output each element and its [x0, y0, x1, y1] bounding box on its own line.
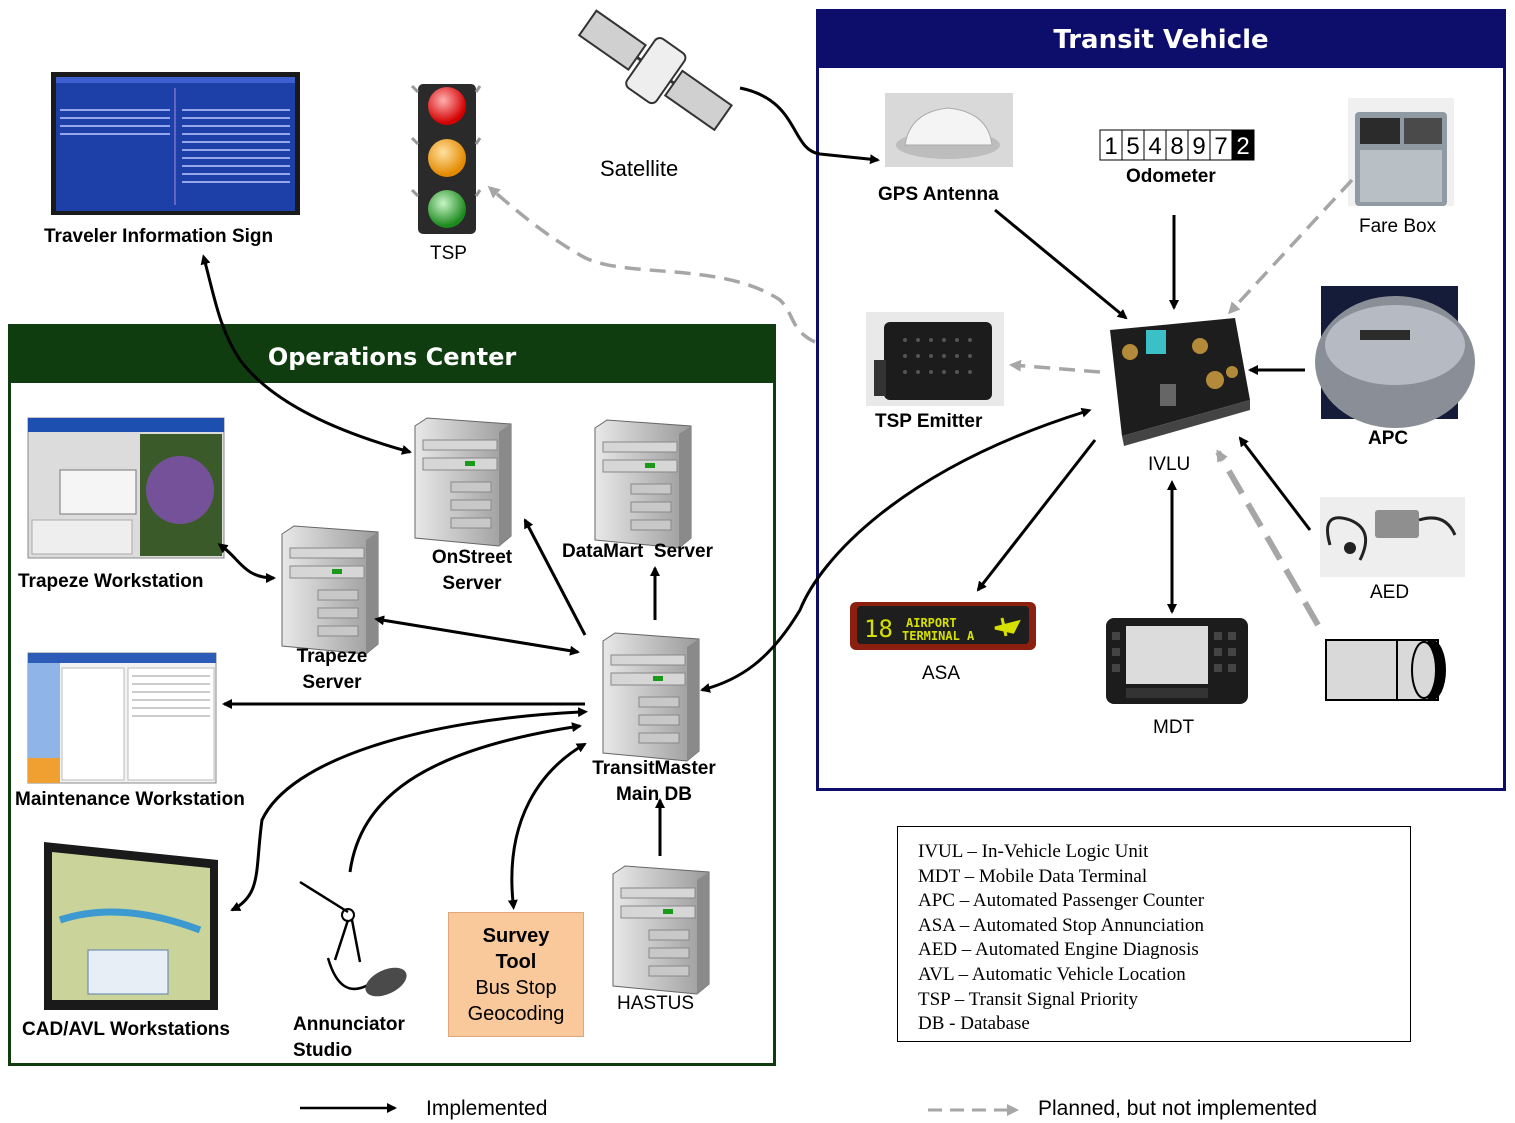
arrow-sign-onstreet [200, 254, 412, 455]
mdt-label: MDT [1153, 717, 1195, 738]
abbreviation-item: AVL – Automatic Vehicle Location [918, 963, 1186, 985]
trapeze-workstation-label: Trapeze Workstation [18, 571, 204, 592]
survey-tool-box: Survey Tool Bus Stop Geocoding [448, 912, 584, 1037]
maintenance-workstation-image [27, 652, 217, 784]
trapeze-server-label-line1: Trapeze [296, 646, 368, 667]
cad-avl-workstation-image [44, 842, 218, 1010]
onstreet-server-icon [414, 417, 512, 547]
onstreet-server-label-line2: Server [442, 573, 502, 594]
arrow-survey-transitmaster [507, 742, 587, 910]
annunciator-label-line2: Studio [293, 1040, 353, 1061]
odometer-digit: 9 [1192, 133, 1205, 160]
traveler-information-sign-label: Traveler Information Sign [44, 226, 274, 247]
mdt-image [1106, 618, 1248, 704]
onstreet-server-label-line1: OnStreet [431, 547, 513, 568]
datamart-server-icon [594, 419, 692, 549]
annunciator-microphone-icon [299, 880, 407, 997]
abbreviation-item: AED – Automated Engine Diagnosis [918, 939, 1199, 961]
tsp-emitter-image [866, 312, 1004, 406]
arrow-annunciator-to-transitmaster [348, 722, 582, 873]
annunciator-studio-label: Annunciator Studio [293, 1012, 405, 1064]
legend-implemented-label: Implemented [426, 1097, 548, 1120]
legend-planned-label: Planned, but not implemented [1038, 1097, 1318, 1120]
fare-box-label: Fare Box [1359, 216, 1437, 237]
arrow-trapeze-workstation-server [217, 543, 276, 583]
tsp-label: TSP [430, 243, 467, 264]
asa-route-number: 18 [864, 615, 893, 643]
arrow-transitmaster-to-onstreet [523, 518, 587, 636]
abbreviation-item: ASA – Automated Stop Annunciation [918, 914, 1205, 936]
trapeze-server-label-line2: Server [302, 672, 362, 693]
ivlu-image [1110, 318, 1250, 446]
traffic-signal-icon [410, 84, 482, 234]
trapeze-server-icon [281, 525, 379, 655]
satellite-label: Satellite [600, 156, 679, 181]
aed-image [1320, 497, 1465, 577]
arrow-farebox-to-ivlu [1227, 178, 1354, 315]
asa-line-2: TERMINAL A [902, 629, 975, 643]
gps-antenna-label: GPS Antenna [878, 184, 999, 205]
asa-label: ASA [922, 663, 961, 684]
odometer-digit: 4 [1148, 133, 1161, 160]
odometer-digit: 1 [1104, 133, 1117, 160]
maintenance-workstation-label: Maintenance Workstation [15, 789, 245, 810]
odometer-digit: 2 [1236, 133, 1249, 160]
abbreviation-item: TSP – Transit Signal Priority [918, 988, 1138, 1010]
abbreviation-item: DB - Database [918, 1013, 1030, 1035]
asa-sign-image: 18 AIRPORT TERMINAL A [850, 602, 1036, 650]
transitmaster-label-line2: Main DB [616, 784, 692, 805]
odometer-digit-cell [1231, 129, 1255, 161]
transitmaster-server-icon [602, 632, 700, 762]
gps-antenna-image [885, 93, 1013, 167]
survey-tool-line1: Survey [482, 925, 550, 947]
arrow-aed-to-ivlu [1238, 436, 1312, 531]
camera-device-icon [1325, 639, 1446, 701]
arrow-ivlu-to-tsp-emitter [1009, 359, 1101, 374]
traveler-information-sign-image [51, 72, 300, 215]
fare-box-image [1348, 98, 1454, 206]
survey-tool-line4: Geocoding [467, 1003, 565, 1025]
arrow-ivlu-to-asa [976, 439, 1097, 592]
odometer-digit: 7 [1214, 133, 1227, 160]
arrow-tsp-emitter-to-signal [487, 186, 816, 344]
survey-tool-line3: Bus Stop [475, 977, 557, 999]
transit-vehicle-title: Transit Vehicle [819, 12, 1503, 68]
trapeze-workstation-image [27, 417, 225, 559]
odometer-label: Odometer [1126, 166, 1216, 187]
odometer-digit: 5 [1126, 133, 1139, 160]
abbreviation-item: MDT – Mobile Data Terminal [918, 865, 1148, 887]
datamart-server-label: DataMart Server [562, 541, 714, 562]
satellite-icon [577, 9, 733, 132]
odometer-digit: 8 [1170, 133, 1183, 160]
hastus-server-icon [612, 865, 710, 995]
survey-tool-line2: Tool [495, 951, 537, 973]
apc-label: APC [1368, 428, 1409, 449]
arrow-satellite-to-gps [739, 86, 880, 165]
tsp-emitter-label: TSP Emitter [875, 411, 983, 432]
transitmaster-label-line1: TransitMaster [592, 758, 716, 779]
arrow-ivlu-transitmaster [700, 407, 1092, 693]
cad-avl-workstations-label: CAD/AVL Workstations [22, 1019, 230, 1040]
abbreviations-box: IVUL – In-Vehicle Logic Unit MDT – Mobil… [897, 826, 1411, 1042]
arrow-camera-to-ivlu [1215, 449, 1321, 627]
hastus-label: HASTUS [617, 993, 695, 1014]
abbreviation-item: IVUL – In-Vehicle Logic Unit [918, 841, 1149, 862]
apc-image [1315, 286, 1475, 428]
arrow-gps-to-ivlu [994, 208, 1128, 320]
ivlu-label: IVLU [1148, 454, 1191, 475]
abbreviation-item: APC – Automated Passenger Counter [918, 890, 1205, 912]
arrow-transitmaster-cad-avl [230, 707, 588, 912]
arrow-trapeze-server-transitmaster [374, 615, 580, 656]
aed-label: AED [1370, 582, 1410, 603]
trapeze-server-label: Trapeze Server [280, 644, 384, 696]
asa-line-1: AIRPORT [906, 616, 957, 630]
transitmaster-label: TransitMaster Main DB [583, 756, 725, 808]
annunciator-label-line1: Annunciator [293, 1014, 405, 1035]
onstreet-server-label: OnStreet Server [420, 545, 524, 597]
